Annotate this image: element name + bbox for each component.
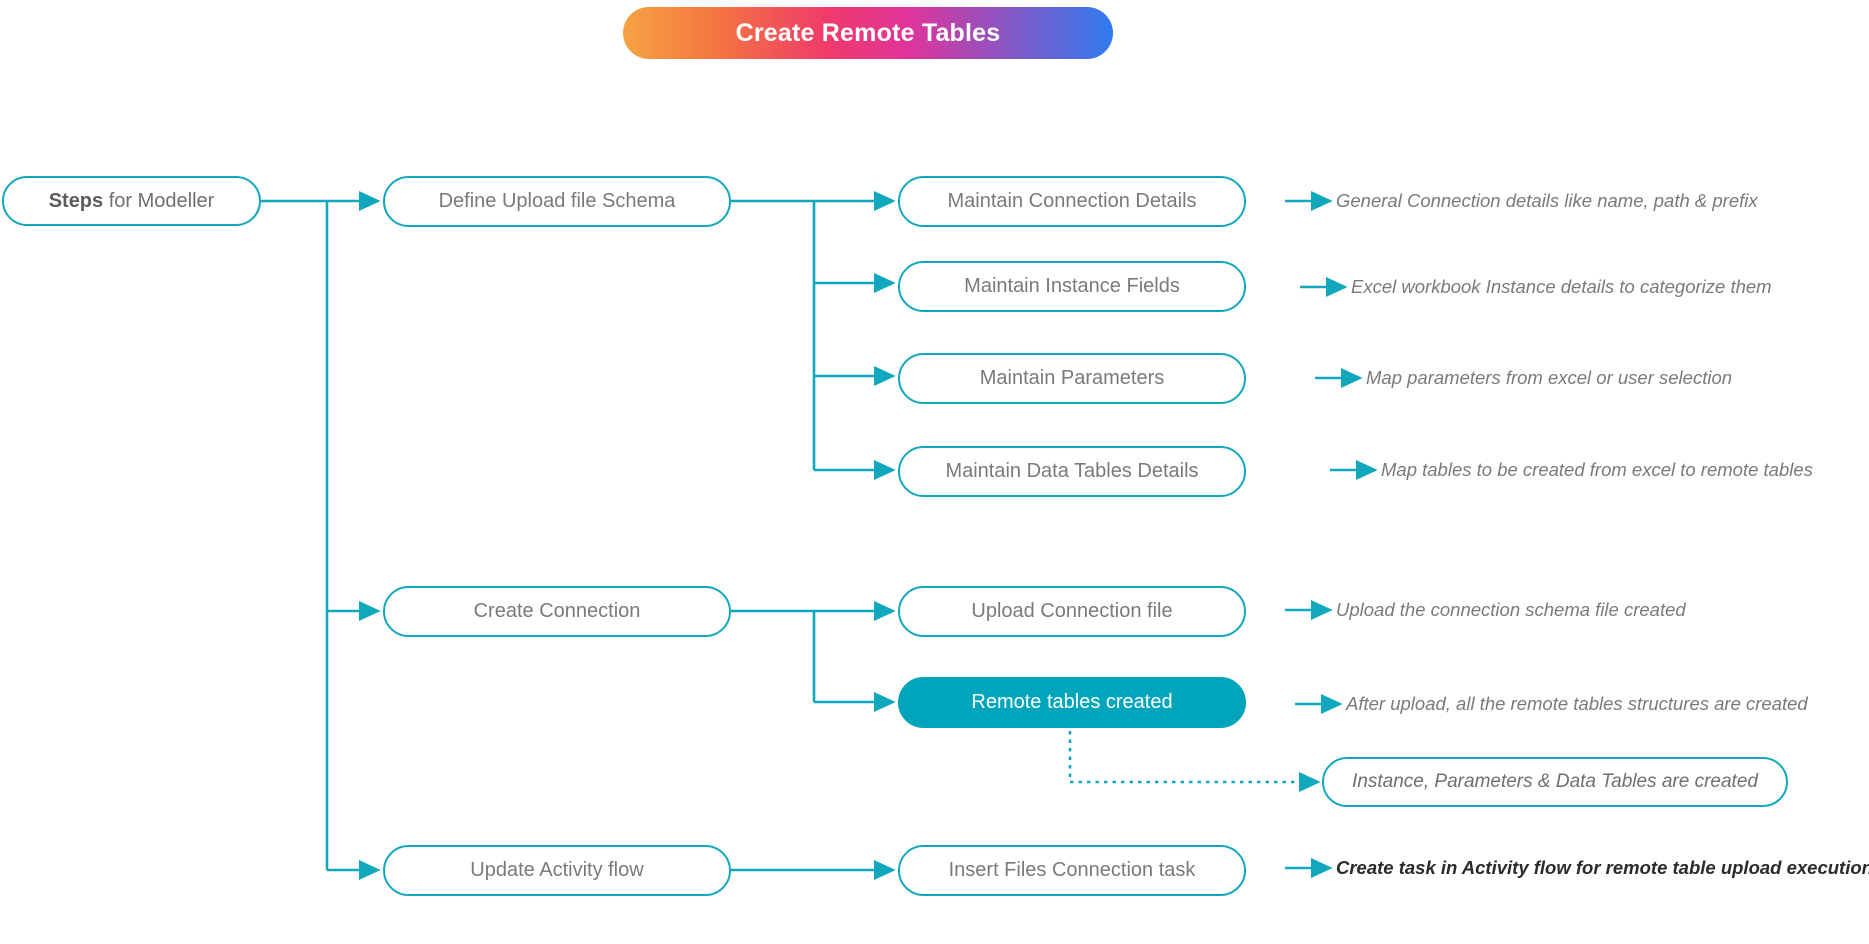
- annotation-text: Excel workbook Instance details to categ…: [1351, 276, 1772, 297]
- annotation-text: Map parameters from excel or user select…: [1366, 367, 1733, 388]
- node-task-maintain-connection-details[interactable]: Maintain Connection Details: [898, 176, 1246, 227]
- node-task-maintain-instance-fields[interactable]: Maintain Instance Fields: [898, 261, 1246, 312]
- node-root-label-bold: Steps: [48, 189, 104, 212]
- node-root-label-rest: for Modeller: [103, 189, 215, 212]
- annotation-text: General Connection details like name, pa…: [1336, 190, 1758, 211]
- node-task-label: Maintain Connection Details: [947, 190, 1197, 212]
- annotation-text: Upload the connection schema file create…: [1336, 599, 1686, 620]
- annotation-text: Map tables to be created from excel to r…: [1381, 459, 1813, 480]
- annotation-upload-connection-file: Upload the connection schema file create…: [1336, 599, 1686, 620]
- node-stage-define-upload-file-schema[interactable]: Define Upload file Schema: [383, 176, 731, 227]
- node-stage-update-activity-flow[interactable]: Update Activity flow: [383, 845, 731, 896]
- annotation-text: Create task in Activity flow for remote …: [1336, 857, 1869, 878]
- node-task-insert-files-connection-task[interactable]: Insert Files Connection task: [898, 845, 1246, 896]
- node-outcome-tables-created[interactable]: Instance, Parameters & Data Tables are c…: [1322, 757, 1788, 807]
- node-task-remote-tables-created[interactable]: Remote tables created: [898, 677, 1246, 728]
- node-outcome-label: Instance, Parameters & Data Tables are c…: [1352, 771, 1758, 792]
- node-root[interactable]: Steps for Modeller: [2, 176, 261, 226]
- node-task-maintain-parameters[interactable]: Maintain Parameters: [898, 353, 1246, 404]
- annotation-parameters: Map parameters from excel or user select…: [1366, 367, 1733, 388]
- annotation-text: After upload, all the remote tables stru…: [1346, 693, 1808, 714]
- node-task-label: Maintain Data Tables Details: [945, 460, 1199, 482]
- page-title: Create Remote Tables: [735, 18, 1001, 47]
- page-title-banner: Create Remote Tables: [623, 7, 1113, 59]
- annotation-data-tables: Map tables to be created from excel to r…: [1381, 459, 1813, 480]
- node-task-label: Remote tables created: [971, 691, 1173, 713]
- node-stage-label: Update Activity flow: [470, 859, 644, 881]
- node-task-upload-connection-file[interactable]: Upload Connection file: [898, 586, 1246, 637]
- annotation-connection-details: General Connection details like name, pa…: [1336, 190, 1758, 211]
- node-stage-label: Create Connection: [473, 600, 641, 622]
- node-task-maintain-data-tables-details[interactable]: Maintain Data Tables Details: [898, 446, 1246, 497]
- annotation-insert-files-connection-task: Create task in Activity flow for remote …: [1336, 857, 1869, 878]
- annotation-remote-tables-created: After upload, all the remote tables stru…: [1346, 693, 1808, 714]
- node-stage-create-connection[interactable]: Create Connection: [383, 586, 731, 637]
- annotation-instance-fields: Excel workbook Instance details to categ…: [1351, 276, 1772, 297]
- node-task-label: Upload Connection file: [971, 600, 1173, 622]
- node-task-label: Insert Files Connection task: [948, 859, 1196, 881]
- node-task-label: Maintain Parameters: [979, 367, 1165, 389]
- node-task-label: Maintain Instance Fields: [964, 275, 1180, 297]
- node-stage-label: Define Upload file Schema: [438, 190, 676, 212]
